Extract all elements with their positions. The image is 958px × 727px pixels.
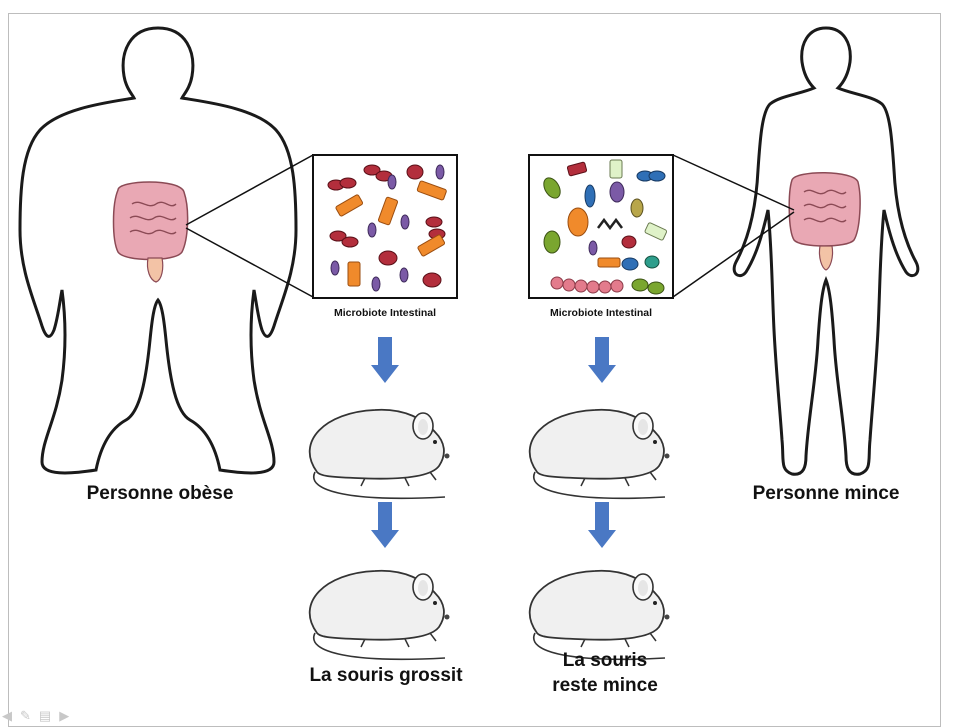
- pen-icon[interactable]: ✎: [20, 708, 31, 723]
- intestine-thin: [788, 172, 861, 271]
- mouse-icon: [308, 408, 451, 500]
- mouse-thin-label-line1: La souris: [562, 650, 648, 671]
- bacteria-thin: [543, 159, 668, 295]
- mouse-icon: [528, 408, 671, 500]
- mouse-fat-icon: [308, 569, 451, 661]
- arrow-down-icon: [371, 337, 399, 383]
- thin-person-figure: [672, 26, 920, 476]
- mouse-thin-label-line2: reste mince: [552, 675, 658, 696]
- arrow-left-icon[interactable]: ◀: [2, 708, 12, 723]
- obese-person-label: Personne obèse: [86, 483, 234, 504]
- slides-icon[interactable]: ▤: [38, 708, 52, 723]
- obese-person-figure: [18, 26, 314, 475]
- slide-toolbar: ◀ ✎ ▤ ▶: [2, 708, 69, 724]
- arrow-down-icon: [371, 502, 399, 548]
- thin-person-label: Personne mince: [752, 483, 900, 504]
- arrow-right-icon[interactable]: ▶: [59, 708, 70, 723]
- microbiota-label-thin: Microbiote Intestinal: [549, 307, 653, 319]
- mouse-thin-icon: [528, 569, 671, 661]
- microbiota-label-obese: Microbiote Intestinal: [333, 307, 437, 319]
- intestine-obese: [112, 181, 189, 283]
- mouse-gains-label: La souris grossit: [309, 665, 463, 686]
- bacteria-obese: [327, 164, 447, 292]
- arrow-down-icon: [588, 502, 616, 548]
- microbiota-box-obese: [312, 154, 458, 299]
- microbiota-box-thin: [528, 154, 674, 299]
- arrow-down-icon: [588, 337, 616, 383]
